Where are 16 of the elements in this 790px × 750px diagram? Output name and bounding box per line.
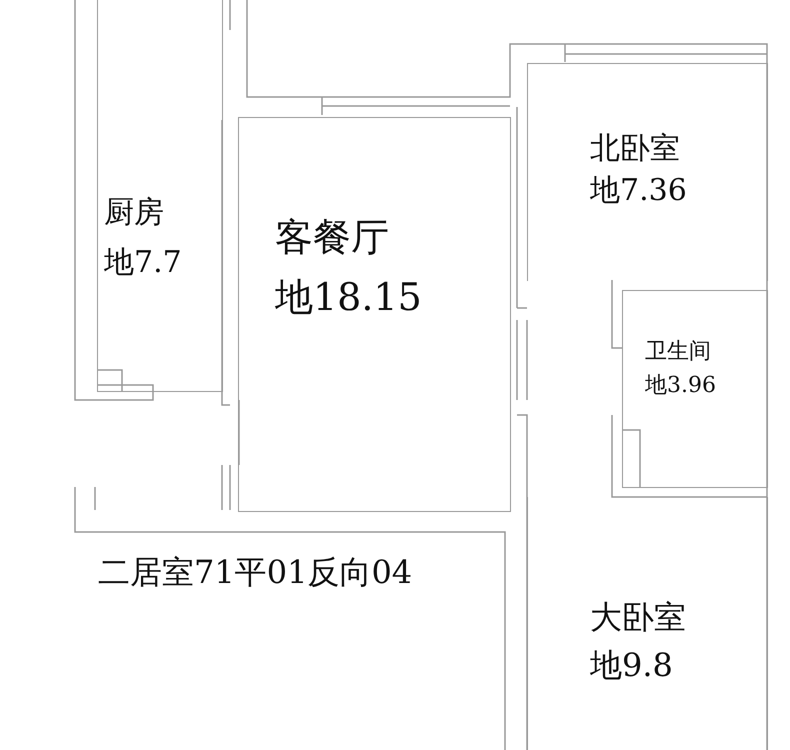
room-outline [527,63,768,281]
room-name: 卫生间 [645,341,711,363]
room-area: 地9.8 [590,649,673,681]
room-area: 地7.7 [104,248,182,278]
room-name: 北卧室 [590,134,680,164]
room-area: 地7.36 [590,176,687,206]
room-outline [622,290,768,488]
room-area: 地3.96 [645,375,716,397]
room-name: 大卧室 [590,601,686,633]
room-outline [527,497,768,750]
room-area: 地18.15 [275,278,422,316]
room-name: 客餐厅 [275,218,389,256]
plan-title: 二居室71平01反向04 [98,556,412,588]
room-outline [97,0,223,392]
room-name: 厨房 [104,198,164,228]
room-outline [238,117,511,512]
